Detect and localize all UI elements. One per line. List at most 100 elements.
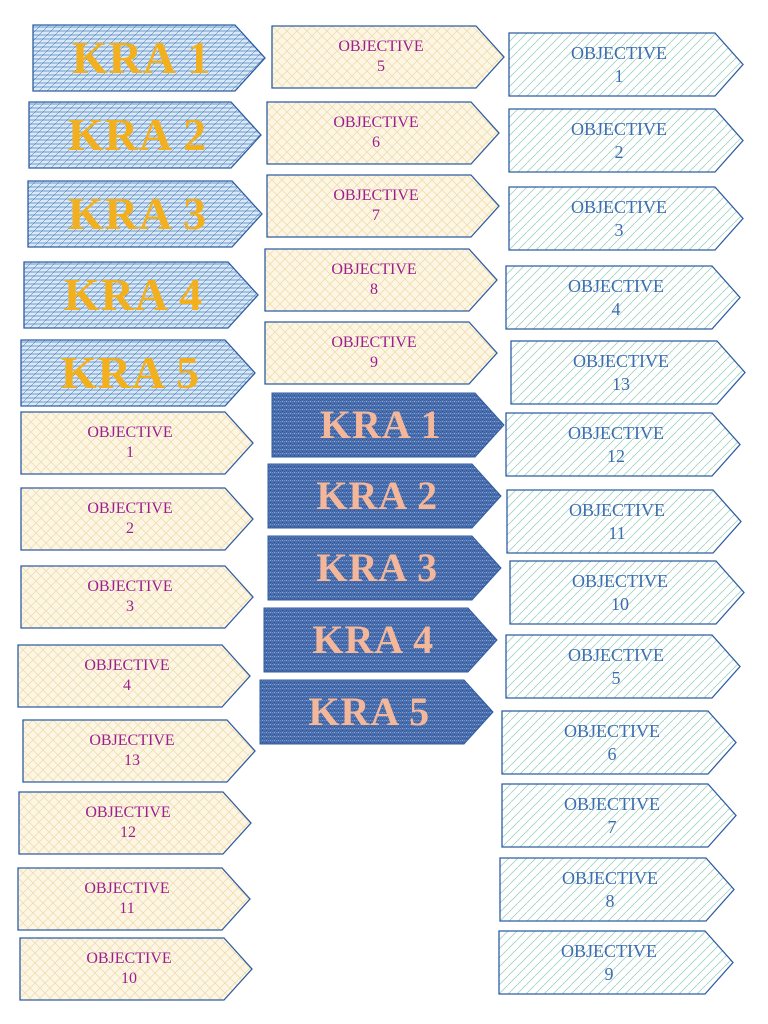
tag-number: 13 xyxy=(612,373,630,394)
kra-tag-patterned: KRA 2 xyxy=(28,101,262,169)
tag-title: OBJECTIVE xyxy=(84,657,170,674)
kra-tag-denim: KRA 4 xyxy=(263,607,498,673)
tag-title: OBJECTIVE xyxy=(573,351,669,371)
tag-shape xyxy=(508,186,744,251)
tag-title: OBJECTIVE xyxy=(571,119,667,139)
tag-shape xyxy=(19,937,253,1001)
objective-tag-cream: OBJECTIVE 7 xyxy=(266,174,500,238)
tag-title: OBJECTIVE xyxy=(86,950,172,967)
tag-shape xyxy=(510,340,746,405)
kra-tag-denim: KRA 2 xyxy=(267,463,502,529)
tag-title: OBJECTIVE xyxy=(562,868,658,888)
tag-label: OBJECTIVE 10 xyxy=(20,938,238,1000)
tag-number: 1 xyxy=(614,65,624,86)
tag-title: OBJECTIVE xyxy=(571,197,667,217)
tag-label: KRA 3 xyxy=(28,181,247,247)
tag-shape xyxy=(20,411,254,475)
tag-shape xyxy=(266,101,500,165)
tag-title: OBJECTIVE xyxy=(568,423,664,443)
tag-number: 12 xyxy=(120,824,136,841)
tag-number: 4 xyxy=(611,298,621,319)
tag-number: 3 xyxy=(126,598,134,615)
tag-title: KRA 2 xyxy=(316,473,439,518)
objective-tag-cream: OBJECTIVE 2 xyxy=(20,487,254,551)
objective-tag-cream: OBJECTIVE 13 xyxy=(22,719,256,783)
kra-tag-patterned: KRA 1 xyxy=(32,24,266,92)
tag-title: OBJECTIVE xyxy=(561,941,657,961)
tag-number: 10 xyxy=(121,970,137,987)
tag-title: OBJECTIVE xyxy=(87,500,173,517)
tag-label: KRA 5 xyxy=(260,680,479,744)
tag-shape xyxy=(264,321,498,385)
tag-number: 5 xyxy=(377,58,385,75)
tag-number: 12 xyxy=(607,445,625,466)
tag-number: 6 xyxy=(372,134,380,151)
tag-number: 7 xyxy=(372,207,380,224)
tag-number: 11 xyxy=(119,900,135,917)
tag-title: KRA 4 xyxy=(63,269,204,321)
tag-title: OBJECTIVE xyxy=(568,645,664,665)
tag-title: KRA 1 xyxy=(319,402,442,447)
tag-shape xyxy=(32,24,266,92)
tag-title: OBJECTIVE xyxy=(568,276,664,296)
tag-shape xyxy=(20,339,256,407)
tag-title: OBJECTIVE xyxy=(564,721,660,741)
tag-shape xyxy=(498,930,734,995)
tag-shape xyxy=(505,265,741,330)
tag-title: OBJECTIVE xyxy=(333,187,419,204)
tag-label: OBJECTIVE 2 xyxy=(21,488,239,550)
tag-shape xyxy=(23,261,259,329)
tag-label: KRA 2 xyxy=(29,102,246,168)
tag-label: KRA 4 xyxy=(264,608,483,672)
tag-title: OBJECTIVE xyxy=(564,794,660,814)
tag-number: 8 xyxy=(370,281,378,298)
tag-shape xyxy=(267,535,502,601)
tag-shape xyxy=(18,791,252,855)
tag-title: OBJECTIVE xyxy=(569,500,665,520)
tag-number: 10 xyxy=(611,593,629,614)
tag-title: OBJECTIVE xyxy=(89,732,175,749)
tag-shape xyxy=(20,565,254,629)
kra-tag-patterned: KRA 5 xyxy=(20,339,256,407)
kra-tag-patterned: KRA 4 xyxy=(23,261,259,329)
tag-number: 6 xyxy=(607,743,617,764)
tag-shape xyxy=(505,634,741,699)
tag-title: OBJECTIVE xyxy=(571,43,667,63)
tag-title: KRA 2 xyxy=(67,109,208,161)
tag-shape xyxy=(271,392,505,458)
tag-number: 13 xyxy=(124,752,140,769)
tag-title: OBJECTIVE xyxy=(85,804,171,821)
tag-title: KRA 3 xyxy=(316,545,439,590)
tag-shape xyxy=(499,857,735,922)
tag-number: 2 xyxy=(126,520,134,537)
tag-number: 9 xyxy=(604,963,614,984)
tag-label: OBJECTIVE 12 xyxy=(19,792,237,854)
tag-title: KRA 5 xyxy=(60,347,201,399)
tag-shape xyxy=(508,32,744,97)
tag-shape xyxy=(501,710,737,775)
